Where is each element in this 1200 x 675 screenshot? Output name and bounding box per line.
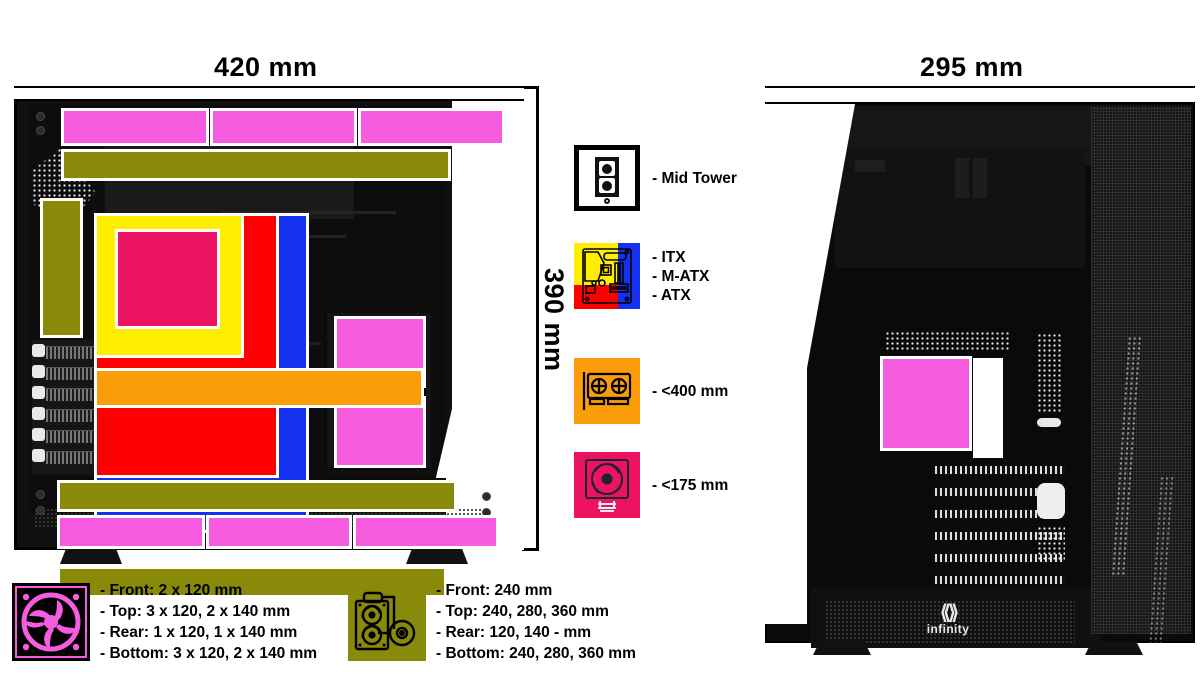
legend-text-atx: - ATX: [652, 286, 691, 304]
fan-slot-top-3[interactable]: [358, 108, 505, 146]
left-width-dimension-label: 420 mm: [214, 52, 318, 82]
radiator-support-top: - Top: 240, 280, 360 mm: [436, 603, 609, 620]
legend-text-motherboard: - ITX - M-ATX - ATX: [652, 248, 709, 305]
fan-slot-top-2[interactable]: [210, 108, 357, 146]
radiator-support-bottom: - Bottom: 240, 280, 360 mm: [436, 645, 636, 662]
pci-thumbscrew: [32, 449, 45, 462]
right-width-dimension-label: 295 mm: [920, 52, 1024, 82]
brand-word: infinity: [926, 622, 970, 636]
left-width-dimension-line: [14, 86, 539, 89]
radiator-top[interactable]: [61, 149, 451, 181]
case-foot-left: [60, 548, 122, 564]
side-vent-mesh-vertical: [1037, 333, 1061, 413]
fan-side-1[interactable]: [880, 356, 972, 451]
tray-detail-1: [221, 210, 397, 214]
graphics-card-icon: [574, 358, 640, 424]
side-foot-right: [1085, 641, 1143, 655]
right-width-dimension-line: [765, 86, 1195, 89]
legend-text-gpu: - <400 mm: [652, 382, 729, 400]
screw-bottom-left: [36, 490, 45, 499]
legend-row-motherboard[interactable]: - ITX - M-ATX - ATX: [574, 243, 709, 309]
case-top-panel: [14, 88, 524, 101]
screw-top-left-2: [36, 126, 45, 135]
brand-glyph: ⟪⟫: [939, 602, 959, 624]
side-mesh-strip: [885, 331, 1010, 351]
left-height-dimension-line: [536, 88, 539, 550]
legend-row-gpu[interactable]: - <400 mm: [574, 358, 728, 424]
fan-slot-bottom-2[interactable]: [206, 515, 352, 549]
pci-thumbscrew: [32, 386, 45, 399]
cpu-cooler-icon: [574, 452, 640, 518]
side-pci-grille: [935, 510, 1065, 518]
ceiling-detail-2: [955, 158, 969, 198]
left-height-tick-end: [522, 548, 539, 551]
side-lower-mesh: [1037, 526, 1065, 562]
case-front-view: ⟪⟫ infinity: [14, 88, 524, 598]
cpu-cooler-area[interactable]: [115, 229, 220, 329]
legend-row-cooler[interactable]: - <175 mm: [574, 452, 728, 518]
pci-thumbscrew: [32, 344, 45, 357]
fan-slot-top-1[interactable]: [61, 108, 209, 146]
case-side-top-panel: [765, 88, 1195, 104]
fan-support-front: - Front: 2 x 120 mm: [100, 582, 243, 599]
legend-text-matx: - M-ATX: [652, 267, 710, 285]
brand-logo: ⟪⟫ infinity: [903, 602, 993, 636]
pci-thumbscrew: [32, 365, 45, 378]
pci-thumbscrew: [32, 407, 45, 420]
gpu-area[interactable]: [94, 368, 424, 408]
mid-tower-icon: [574, 145, 640, 211]
side-foot-left: [813, 641, 871, 655]
fan-support-rear: - Rear: 1 x 120, 1 x 140 mm: [100, 624, 298, 641]
ceiling-detail-1: [855, 160, 885, 172]
legend-text-form-factor: - Mid Tower: [652, 169, 737, 187]
side-white-opening: [973, 358, 1003, 458]
side-pci-grille: [935, 554, 1065, 562]
case-side-view: ⟪⟫ infinity: [765, 88, 1195, 675]
side-floor-perforation: [825, 600, 1075, 644]
ceiling-detail-3: [973, 158, 987, 198]
side-panel-vent-1: [1110, 336, 1144, 576]
fan-slot-bottom-1[interactable]: [57, 515, 205, 549]
radiator-bottom-strip[interactable]: [57, 480, 457, 512]
side-pci-grille: [935, 576, 1065, 584]
side-mesh-panel: [1091, 106, 1191, 675]
fan-icon: [12, 583, 90, 661]
left-height-dimension-label: 390 mm: [539, 268, 569, 372]
fan-slot-bottom-3[interactable]: [353, 515, 499, 549]
radiator-support-legend[interactable]: - Front: 240 mm - Top: 240, 280, 360 mm …: [348, 580, 636, 664]
legend-text-itx: - ITX: [652, 248, 686, 266]
side-pci-grille: [935, 488, 1065, 496]
screw-bottom-right: [482, 492, 491, 501]
radiator-support-text: - Front: 240 mm - Top: 240, 280, 360 mm …: [436, 580, 636, 664]
legend-text-cooler: - <175 mm: [652, 476, 729, 494]
radiator-icon: [348, 583, 426, 661]
side-cable-grommet: [1037, 418, 1061, 427]
side-pci-grille: [935, 466, 1065, 474]
fan-support-top: - Top: 3 x 120, 2 x 140 mm: [100, 603, 291, 620]
radiator-support-front: - Front: 240 mm: [436, 582, 553, 599]
fan-support-legend[interactable]: - Front: 2 x 120 mm - Top: 3 x 120, 2 x …: [12, 580, 317, 664]
radiator-support-rear: - Rear: 120, 140 - mm: [436, 624, 592, 641]
side-panel-vent-2: [1142, 476, 1174, 675]
pci-thumbscrew: [32, 428, 45, 441]
side-pci-grille: [935, 532, 1065, 540]
motherboard-icon: [574, 243, 640, 309]
side-io-connector: [1037, 483, 1065, 519]
fan-support-bottom: - Bottom: 3 x 120, 2 x 140 mm: [100, 645, 318, 662]
radiator-front[interactable]: [40, 198, 83, 338]
case-foot-right: [406, 548, 468, 564]
legend-row-form-factor[interactable]: - Mid Tower: [574, 145, 737, 211]
fan-support-text: - Front: 2 x 120 mm - Top: 3 x 120, 2 x …: [100, 580, 317, 664]
screw-top-left: [36, 112, 45, 121]
